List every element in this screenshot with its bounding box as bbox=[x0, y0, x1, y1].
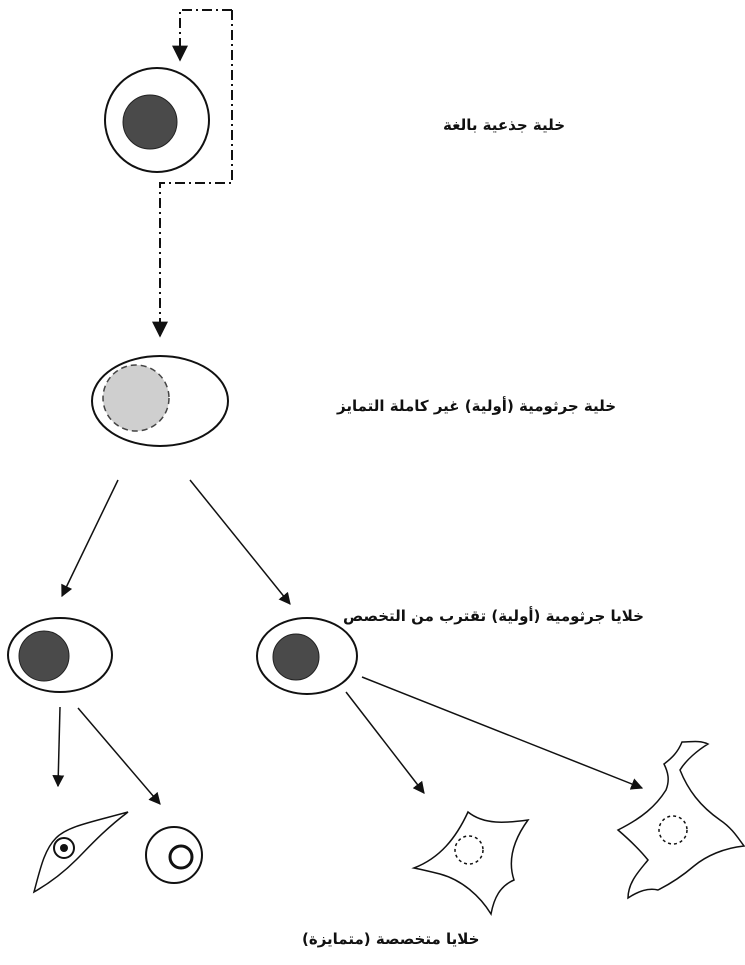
progenitor-cell bbox=[91, 355, 229, 447]
arrow-left-to-round bbox=[77, 707, 161, 805]
dark-nucleus bbox=[122, 94, 178, 150]
label-progenitor-cell: خلية جرثومية (أولية) غير كاملة التمايز bbox=[337, 397, 617, 415]
self-renewal-return bbox=[172, 9, 232, 62]
light-nucleus bbox=[102, 364, 170, 432]
spindle-cell bbox=[32, 811, 129, 894]
branched-neuron-cell bbox=[616, 740, 745, 900]
committed-cell-right bbox=[256, 617, 358, 695]
arrow-progenitor-to-right bbox=[189, 479, 291, 605]
dark-nucleus bbox=[18, 630, 70, 682]
arrow-progenitor-to-left bbox=[61, 479, 119, 598]
arrow-right-to-stellate bbox=[345, 691, 425, 794]
committed-cell-left bbox=[7, 617, 113, 693]
dark-nucleus bbox=[272, 633, 320, 681]
self-renewal-loop bbox=[159, 10, 233, 332]
label-specialized-cells: خلايا متخصصة (متمايزة) bbox=[302, 930, 480, 948]
round-cell bbox=[145, 826, 203, 884]
adult-stem-cell bbox=[104, 67, 210, 173]
label-committed-cells: خلايا جرثومية (أولية) تقترب من التخصص bbox=[343, 607, 644, 625]
stellate-cell bbox=[411, 810, 530, 917]
arrow-left-to-spindle bbox=[52, 706, 65, 788]
arrow-right-to-neuron bbox=[361, 676, 644, 790]
label-adult-stem-cell: خلية جذعية بالغة bbox=[443, 116, 565, 134]
